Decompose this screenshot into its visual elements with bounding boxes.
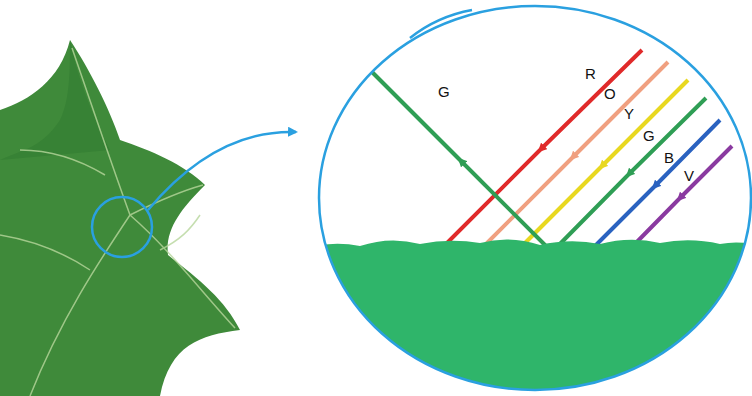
magnified-outline — [319, 6, 751, 390]
leaf-surface — [300, 239, 752, 396]
color-letter: B — [664, 150, 674, 165]
outline-tail — [410, 10, 472, 38]
color-letter: O — [604, 86, 616, 101]
magnify-circle — [92, 197, 152, 257]
magnify-arrow — [148, 132, 296, 210]
color-letter: Y — [624, 106, 634, 121]
color-letter: G — [643, 128, 655, 143]
color-letter: R — [585, 66, 596, 81]
color-letter: V — [684, 168, 694, 183]
rays — [372, 50, 732, 251]
color-letter: G — [438, 84, 450, 99]
magnified-view — [300, 50, 752, 396]
leaf — [0, 40, 240, 396]
